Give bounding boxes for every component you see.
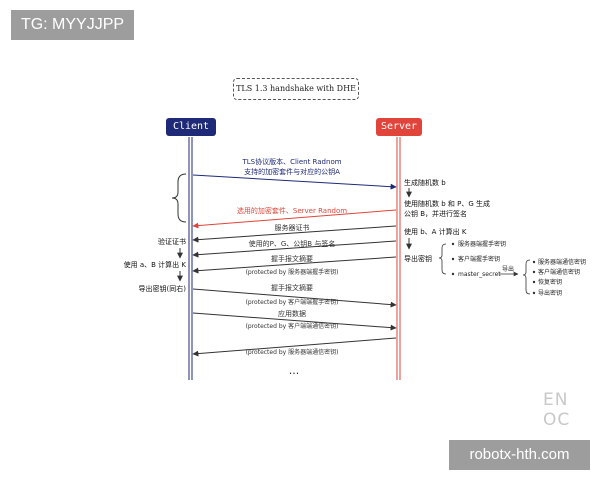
msg4-arrow (192, 240, 397, 258)
key-bullet-4 (532, 260, 536, 264)
msg7-arrow (192, 288, 397, 308)
key-level2-1: 服务器端通信密钥 (538, 258, 586, 266)
msg5-label: 握手报文摘要 (271, 254, 313, 263)
ellipsis: ... (289, 364, 300, 377)
key-bullet-6 (532, 280, 536, 284)
lifeline-server (396, 137, 401, 380)
key-level1-2: 客户端握手密钥 (458, 255, 500, 263)
key-level1-3: master_secret (458, 271, 501, 278)
server-step-4: 使用 b、A 计算出 K (404, 227, 467, 236)
msg1-arrow (192, 174, 397, 190)
msg2-arrow (192, 209, 397, 229)
key-bullet-3 (451, 272, 455, 276)
server-step-2: 使用随机数 b 和 P、G 生成 (404, 199, 490, 208)
msg8-label: (protected by 客户端端握手密钥) (246, 298, 339, 306)
client-step-3: 导出密钥(同右) (139, 284, 187, 293)
lifeline-client (188, 137, 193, 380)
diagram-title: TLS 1.3 handshake with DHE (233, 78, 359, 100)
msg2-label: 选用的加密套件、Server Random (237, 206, 347, 215)
msg4-label: 使用的P、G、公钥B 与签名 (249, 239, 336, 248)
key-tree-brace-1 (438, 243, 447, 275)
server-step-3: 公钥 B，并进行签名 (404, 209, 467, 218)
msg6-label: (protected by 服务器端握手密钥) (246, 268, 339, 276)
corner-logo: EN OC (543, 390, 571, 430)
msg1-line1: TLS协议版本、Client Radnom (241, 157, 341, 166)
msg10-arrow (192, 337, 397, 357)
msg9-line1: 应用数据 (278, 309, 306, 318)
msg1-line2: 支持的加密套件与对应的公钥A (244, 167, 340, 176)
msg3-label: 服务器证书 (275, 223, 310, 232)
derive-label: 导出 (502, 265, 514, 273)
msg5-arrow (192, 256, 397, 274)
client-step-1: 验证证书 (158, 237, 186, 246)
msg9-line2: (protected by 客户端端通信密钥) (246, 322, 339, 330)
actor-client: Client (166, 118, 216, 136)
round-trip-bracket (171, 173, 187, 223)
watermark-top: TG: MYYJJPP (11, 10, 134, 40)
key-level2-4: 导出密钥 (538, 289, 562, 297)
key-level2-2: 客户端通信密钥 (538, 268, 580, 276)
server-step-5: 导出密钥 (404, 254, 432, 263)
actor-server: Server (376, 118, 422, 136)
key-tree-brace-2 (522, 259, 531, 295)
key-level2-3: 恢复密钥 (538, 278, 562, 286)
msg3-arrow (192, 225, 397, 243)
msg7-label: 握手报文摘要 (271, 283, 313, 292)
key-bullet-5 (532, 270, 536, 274)
key-bullet-2 (451, 257, 455, 261)
key-level1-1: 服务器端握手密钥 (458, 240, 506, 248)
key-bullet-7 (532, 291, 536, 295)
server-step-1: 生成随机数 b (404, 178, 446, 187)
key-bullet-1 (451, 242, 455, 246)
client-step-2: 使用 a、B 计算出 K (124, 260, 187, 269)
watermark-bottom: robotx-hth.com (449, 440, 590, 470)
msg10-label: (protected by 服务器端通信密钥) (246, 348, 339, 356)
msg9-arrow (192, 312, 397, 331)
